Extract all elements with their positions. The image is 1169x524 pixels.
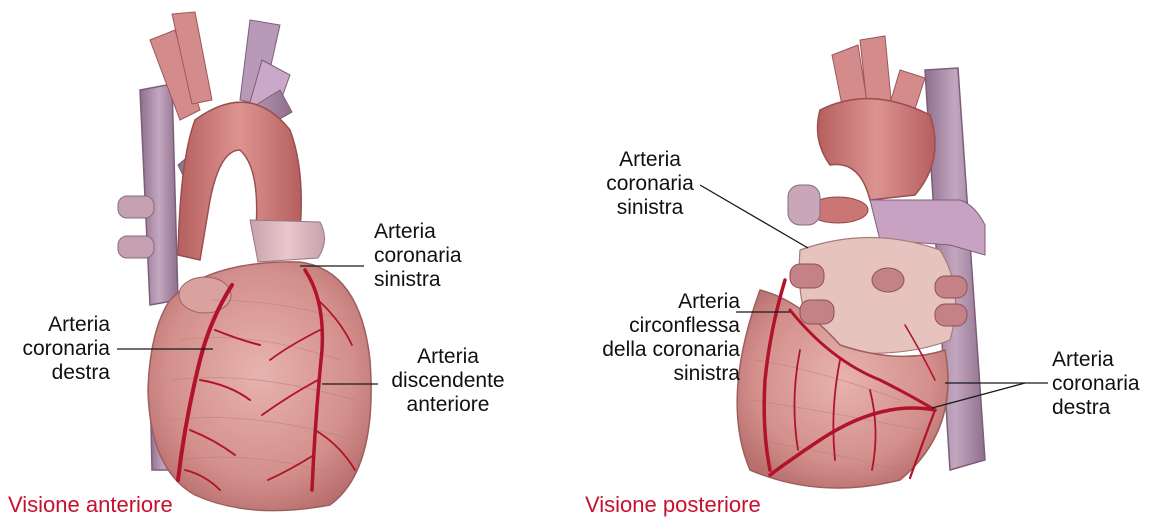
posterior-pulmonary-vein-4 (935, 304, 967, 326)
posterior-atrium-openings (872, 268, 904, 292)
label-ant-left-coronary: Arteria coronaria sinistra (374, 220, 462, 292)
posterior-pulmonary-vein-2 (800, 300, 834, 324)
anterior-pulmonary-vein-2 (118, 236, 154, 258)
label-post-right-coronary: Arteria coronaria destra (1052, 348, 1140, 420)
caption-anterior: Visione anteriore (8, 492, 173, 518)
posterior-pulmonary-vein-1 (790, 264, 824, 288)
label-ant-descending: Arteria discendente anteriore (380, 345, 516, 417)
label-post-circumflex: Arteria circonflessa della coronaria sin… (572, 290, 740, 386)
label-ant-right-coronary: Arteria coronaria destra (10, 313, 110, 385)
posterior-left-vessel (788, 185, 820, 225)
anterior-vena-cava (140, 84, 178, 305)
posterior-aorta (818, 99, 935, 200)
posterior-pulmonary-vein-3 (935, 276, 967, 298)
caption-posterior: Visione posteriore (585, 492, 761, 518)
anterior-pulmonary-trunk (250, 220, 325, 262)
posterior-heart-illustration (737, 36, 985, 488)
anterior-heart-illustration (118, 12, 371, 511)
anterior-right-auricle (179, 277, 231, 313)
label-post-left-coronary: Arteria coronaria sinistra (590, 148, 710, 220)
anterior-pulmonary-vein-1 (118, 196, 154, 218)
